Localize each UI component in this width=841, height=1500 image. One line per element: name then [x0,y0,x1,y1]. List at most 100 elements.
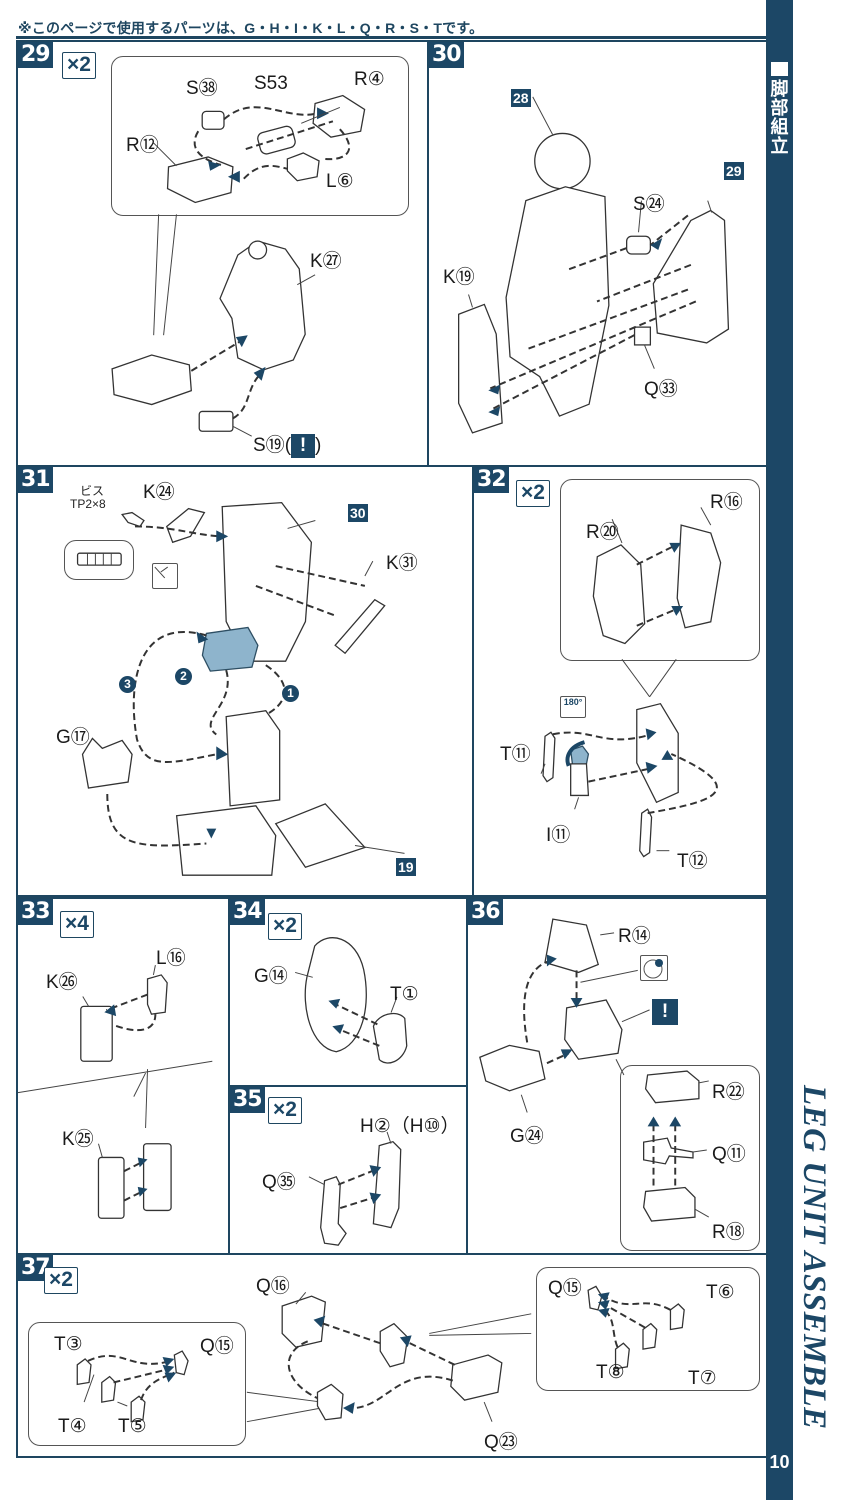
step-36-illustration [479,918,710,1222]
caution-icon: ! [652,999,678,1025]
step-number: 32 [474,467,509,493]
label-l16: L⑯ [156,948,186,969]
part-s19 [198,410,234,432]
rotate-180-icon: 180° [560,696,586,718]
label-s53: S53 [254,73,288,94]
step-34-panel: 34 ×2 G⑭ T① [228,897,468,1087]
label-t7: T⑦ [688,1368,717,1389]
step-37-panel: 37 ×2 [16,1253,768,1458]
part-q15-left [173,1350,189,1376]
quantity-text: ×4 [65,912,89,935]
part-r22 [644,1070,700,1104]
part-s53 [257,125,296,155]
label-g24: G㉔ [510,1126,544,1147]
part-q15-assembled-right [379,1322,409,1368]
step-37-illustration [76,1285,685,1423]
rounded-edge-icon [640,955,668,981]
section-title-char: 立 [770,136,789,157]
callout-pointer [153,214,160,336]
label-g17: G⑰ [56,727,90,748]
rotate-label: 180° [563,697,583,707]
subassembly-r12 [111,354,192,406]
label-r20: R⑳ [586,522,619,543]
section-marker-icon [771,62,788,76]
page-number: 10 [769,1452,790,1472]
section-sidebar [766,0,793,1500]
part-g14 [304,937,367,1053]
part-l6 [286,152,320,182]
part-k27 [219,240,306,371]
label-s19: S⑲(!) [253,430,321,458]
part-q23 [450,1354,503,1401]
part-l16 [146,974,168,1015]
order-step-2: 2 [175,668,192,685]
quantity-text: ×2 [521,481,545,504]
screwdriver-caution-icon [152,563,178,589]
part-r20 [592,544,646,645]
screw-detail-callout [64,540,134,580]
label-k27: K㉗ [310,251,342,272]
label-left-q15: Q⑮ [200,1336,234,1357]
quantity-badge: ×4 [60,911,94,938]
step-35-panel: 35 ×2 H②（H⑩） Q㉟ [228,1085,468,1255]
part-t11 [542,731,556,783]
part-r4 [312,94,366,138]
rotate-arrow-icon [565,740,586,767]
screw-label: ビス [80,484,105,498]
quantity-badge: ×2 [268,913,302,940]
part-t5 [130,1395,146,1423]
step-number: 35 [230,1087,265,1113]
label-t1: T① [390,984,419,1005]
step-number: 29 [18,42,53,68]
step-30-illustration [458,96,730,434]
foot-block-left [175,805,277,876]
step-30-panel: 30 28 29 S㉔ K⑲ Q㉝ [427,40,768,467]
part-r16 [676,524,722,629]
step-number: 31 [18,467,53,493]
quantity-badge: ×2 [62,52,96,79]
subassembly-ref-29: 29 [724,162,744,180]
label-t12: T⑫ [677,851,708,872]
step-32-illustration [540,507,722,858]
part-t8 [614,1342,630,1370]
subassembly-r22 [564,999,623,1060]
label-k26: K㉖ [46,972,78,993]
label-t3: T③ [54,1334,83,1355]
part-s38 [201,110,225,130]
quantity-badge: ×2 [516,480,550,507]
label-k24: K㉔ [143,482,175,503]
label-l6: L⑥ [326,171,354,192]
label-k31: K㉛ [386,553,418,574]
label-t6: T⑥ [706,1282,735,1303]
part-k25 [97,1156,125,1219]
detail-callout [560,479,760,661]
quantity-badge: ×2 [268,1097,302,1124]
screw-part [121,511,145,528]
caution-mark: ! [661,1001,669,1022]
part-g24 [479,1044,546,1092]
part-k25-mate [142,1143,172,1212]
lower-leg-frame [225,710,281,807]
label-g14: G⑭ [254,966,288,987]
subassembly-28 [505,186,610,417]
quantity-text: ×2 [273,1098,297,1121]
assembled-r20-r16 [636,702,679,804]
screw-spec: ビス TP2×8 [70,485,106,511]
header-divider [16,36,766,39]
part-q33 [633,326,652,346]
part-i11-highlight [569,745,590,767]
order-step-3: 3 [119,676,136,693]
subassembly-ref-19: 19 [396,858,416,876]
paren-open: ( [284,435,292,456]
foot-block-right [274,803,367,869]
label-q35: Q㉟ [262,1172,296,1193]
subassembly-30 [221,502,313,662]
step-number: 30 [429,42,464,68]
part-t12 [639,808,653,858]
label-s38: S㊳ [186,78,218,99]
step-35-illustration [308,1131,402,1246]
label-r22: R㉒ [712,1082,745,1103]
part-t6 [669,1303,685,1331]
label-r16: R⑯ [710,492,743,513]
label-q33: Q㉝ [644,379,678,400]
